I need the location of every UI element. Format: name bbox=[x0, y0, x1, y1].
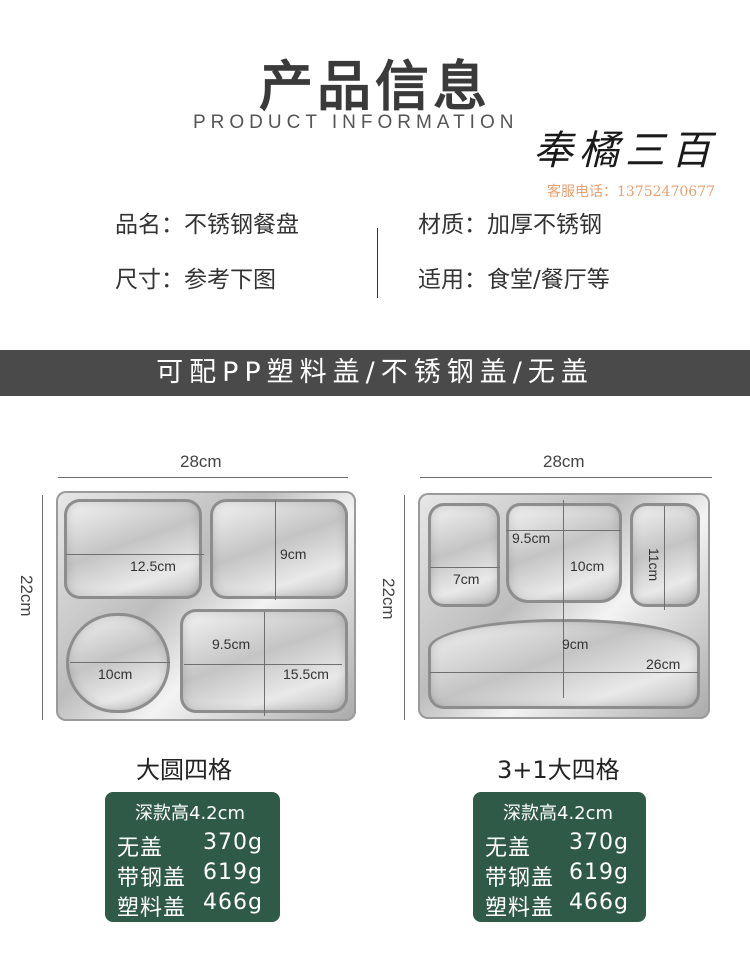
tray1-spec-card: 深款高4.2cm 无盖 370g 带钢盖 619g 塑料盖 466g bbox=[105, 792, 280, 922]
tray1-label: 15.5cm bbox=[283, 666, 329, 682]
tray2-image bbox=[418, 493, 710, 719]
tray2-spec-row-value: 370g bbox=[569, 830, 629, 855]
tray2-width-line bbox=[420, 477, 712, 478]
tray1-width-line bbox=[58, 477, 348, 478]
info-divider bbox=[377, 228, 378, 298]
tray2-spec-row-label: 无盖 bbox=[485, 836, 532, 861]
tray2-spec-header: 深款高4.2cm bbox=[503, 803, 614, 824]
tray2-measure-line bbox=[430, 567, 500, 568]
info-material: 材质：加厚不锈钢 bbox=[418, 212, 602, 238]
tray2-label: 7cm bbox=[453, 571, 480, 587]
tray1-width-label: 28cm bbox=[180, 452, 222, 471]
tray1-height-line bbox=[42, 495, 43, 720]
page-title: 产品信息 bbox=[259, 55, 491, 118]
tray2-spec-row-label: 带钢盖 bbox=[485, 866, 555, 891]
tray1-label: 9.5cm bbox=[212, 636, 251, 652]
info-usage: 适用：食堂/餐厅等 bbox=[418, 267, 610, 293]
tray2-width-label: 28cm bbox=[543, 452, 585, 471]
tray2-label: 10cm bbox=[570, 558, 605, 574]
page-subtitle: PRODUCT INFORMATION bbox=[193, 112, 519, 133]
tray2-compartment bbox=[506, 503, 622, 603]
tray2-label: 26cm bbox=[646, 656, 681, 672]
tray1-measure-line bbox=[275, 500, 276, 600]
tray2-spec-row-value: 466g bbox=[569, 890, 629, 915]
tray2-label: 9.5cm bbox=[512, 530, 551, 546]
info-name: 品名：不锈钢餐盘 bbox=[115, 212, 299, 238]
tray2-spec-card: 深款高4.2cm 无盖 370g 带钢盖 619g 塑料盖 466g bbox=[473, 792, 646, 922]
tray2-measure-line bbox=[664, 506, 665, 610]
tray2-compartment bbox=[428, 503, 500, 607]
tray1-compartment bbox=[64, 499, 202, 599]
tray2-compartment bbox=[630, 503, 700, 607]
tray2-name: 3+1大四格 bbox=[497, 756, 620, 784]
lid-banner-text: 可配PP塑料盖/不锈钢盖/无盖 bbox=[156, 357, 594, 388]
tray2-height-label: 22cm bbox=[379, 578, 398, 620]
brand-calligraphy: 奉橘三百 bbox=[533, 128, 717, 174]
tray1-label: 9cm bbox=[280, 546, 307, 562]
tray1-spec-row-label: 无盖 bbox=[117, 836, 164, 861]
tray2-height-line bbox=[404, 495, 405, 720]
tray1-spec-row-value: 370g bbox=[203, 830, 263, 855]
lid-banner bbox=[0, 350, 750, 396]
tray2-long-compartment bbox=[428, 619, 700, 709]
tray1-compartment bbox=[210, 499, 348, 599]
tray1-measure-line bbox=[70, 662, 170, 663]
tray1-measure-line bbox=[66, 554, 204, 555]
tray1-spec-header: 深款高4.2cm bbox=[135, 803, 246, 824]
tray1-spec-row-value: 619g bbox=[203, 860, 263, 885]
tray1-spec-row-label: 塑料盖 bbox=[117, 896, 187, 921]
tray1-measure-line bbox=[184, 664, 342, 665]
service-phone: 客服电话：13752470677 bbox=[547, 184, 715, 200]
tray2-label: 11cm bbox=[646, 548, 662, 582]
tray2-measure-line bbox=[430, 672, 698, 673]
tray2-spec-row-value: 619g bbox=[569, 860, 629, 885]
tray2-spec-row-label: 塑料盖 bbox=[485, 896, 555, 921]
tray1-round-compartment bbox=[66, 613, 170, 713]
tray2-label: 9cm bbox=[562, 636, 589, 652]
tray1-label: 10cm bbox=[98, 666, 133, 682]
tray1-height-label: 22cm bbox=[17, 575, 36, 617]
tray1-label: 12.5cm bbox=[130, 558, 176, 574]
tray2-measure-line bbox=[563, 500, 564, 698]
tray1-image bbox=[56, 491, 356, 721]
tray1-spec-row-value: 466g bbox=[203, 890, 263, 915]
info-size: 尺寸：参考下图 bbox=[115, 267, 276, 293]
tray1-spec-row-label: 带钢盖 bbox=[117, 866, 187, 891]
tray1-name: 大圆四格 bbox=[136, 756, 232, 784]
